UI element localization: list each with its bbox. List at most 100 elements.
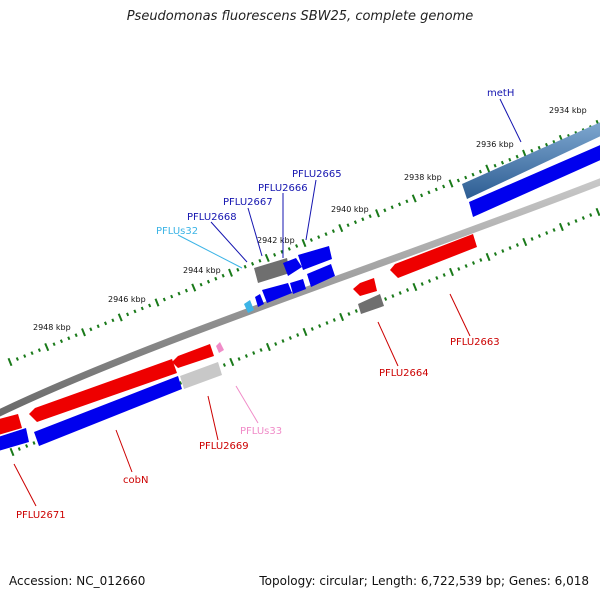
forward-tick — [346, 223, 350, 227]
leader-PFLU2671 — [13, 463, 37, 507]
reverse-strand-features — [0, 234, 477, 436]
forward-tick — [537, 145, 541, 150]
forward-tick — [44, 343, 50, 352]
forward-tick — [154, 298, 160, 307]
forward-tick — [287, 247, 291, 251]
gene-gray-block[interactable] — [254, 258, 290, 283]
label-PFLU2671[interactable]: PFLU2671 — [16, 510, 66, 521]
reverse-tick — [471, 261, 476, 265]
leader-PFLU2665 — [305, 179, 317, 241]
leader-PFLUs33 — [235, 385, 259, 424]
gene-reverse-left-edge[interactable] — [0, 414, 22, 436]
forward-tick — [7, 357, 13, 367]
forward-strand-features — [0, 121, 600, 452]
reverse-tick — [274, 342, 278, 346]
reverse-tick — [581, 216, 585, 220]
forward-tick — [390, 205, 394, 210]
gene-PFLU2665-feature[interactable] — [298, 246, 332, 270]
label-cobN[interactable]: cobN — [123, 475, 148, 486]
label-PFLUs32[interactable]: PFLUs32 — [156, 226, 198, 237]
forward-tick — [170, 294, 174, 299]
reverse-tick — [427, 279, 432, 283]
forward-tick — [471, 172, 475, 177]
label-PFLU2669[interactable]: PFLU2669 — [199, 441, 249, 452]
forward-tick — [500, 160, 505, 165]
forward-tick — [331, 229, 335, 233]
gene-PFLU2669-feature[interactable] — [172, 344, 214, 368]
forward-tick — [448, 179, 454, 188]
forward-tick — [434, 187, 438, 192]
forward-tick — [405, 199, 409, 204]
forward-tick — [456, 178, 460, 183]
reverse-tick — [391, 294, 395, 298]
label-PFLU2666[interactable]: PFLU2666 — [258, 183, 308, 194]
forward-tick — [221, 273, 225, 278]
gene-metH-feature[interactable] — [462, 121, 600, 199]
gene-PFLU2671-feature[interactable] — [0, 428, 29, 452]
gene-labels: metH PFLU2665 PFLU2666 PFLU2667 PFLU2668… — [16, 88, 514, 521]
reverse-tick — [537, 234, 541, 238]
forward-tick — [30, 351, 34, 355]
gene-cds-forward-top-right[interactable] — [469, 143, 600, 217]
gene-PFLU2663-feature[interactable] — [390, 234, 477, 278]
genome-info-text: Topology: circular; Length: 6,722,539 bp… — [259, 574, 589, 588]
reverse-tick — [222, 363, 226, 367]
label-metH[interactable]: metH — [487, 88, 514, 99]
gene-PFLU2664-feature[interactable] — [353, 278, 377, 296]
reverse-tick — [229, 357, 235, 367]
forward-tick — [15, 357, 19, 361]
label-PFLU2665[interactable]: PFLU2665 — [292, 169, 342, 180]
label-PFLUs33[interactable]: PFLUs33 — [240, 426, 282, 437]
gene-forward-arrow-d[interactable] — [290, 279, 306, 294]
forward-tick — [375, 209, 380, 218]
forward-tick — [74, 333, 78, 338]
reverse-tick — [259, 348, 263, 352]
forward-tick — [214, 276, 218, 281]
forward-tick — [368, 214, 372, 219]
forward-tick — [280, 250, 284, 254]
forward-tick — [464, 175, 468, 180]
forward-tick — [273, 253, 277, 257]
scale-label-2936: 2936 kbp — [476, 140, 514, 149]
reverse-tick — [552, 228, 556, 232]
forward-tick — [177, 291, 181, 296]
forward-tick — [228, 268, 233, 277]
gene-forward-arrow-e[interactable] — [255, 294, 264, 307]
gene-forward-arrow-right-b[interactable] — [307, 264, 335, 287]
forward-tick — [295, 244, 299, 248]
forward-tick — [140, 306, 144, 311]
forward-tick — [23, 354, 27, 358]
leader-PFLU2669 — [207, 395, 219, 441]
gene-reverse-long-cds[interactable] — [29, 359, 177, 422]
reverse-tick — [296, 333, 300, 337]
label-PFLU2663[interactable]: PFLU2663 — [450, 337, 500, 348]
forward-tick — [126, 312, 130, 317]
gene-gray-cds-lower[interactable] — [180, 362, 222, 389]
forward-tick — [485, 164, 491, 173]
gene-PFLUs33-feature[interactable] — [216, 342, 224, 353]
forward-tick — [199, 282, 203, 287]
forward-tick — [52, 342, 56, 346]
gene-forward-arrow-c[interactable] — [262, 283, 292, 303]
gene-PFLU2666-feature[interactable] — [283, 258, 302, 276]
leader-PFLU2668 — [210, 221, 248, 263]
reverse-tick — [449, 267, 454, 277]
gene-reverse-gray-block[interactable] — [358, 294, 384, 314]
label-PFLU2668[interactable]: PFLU2668 — [187, 212, 237, 223]
forward-tick — [353, 220, 358, 225]
reverse-tick — [508, 246, 512, 250]
gene-PFLUs32-feature[interactable] — [244, 300, 254, 313]
gene-cobN-feature[interactable] — [34, 376, 182, 446]
reverse-tick — [339, 312, 345, 322]
reverse-tick — [515, 243, 519, 247]
reverse-tick — [405, 288, 410, 292]
label-PFLU2664[interactable]: PFLU2664 — [379, 368, 429, 379]
forward-tick — [427, 190, 431, 195]
reverse-tick — [332, 318, 336, 322]
forward-tick — [515, 154, 519, 159]
label-PFLU2667[interactable]: PFLU2667 — [223, 197, 273, 208]
forward-tick — [397, 202, 402, 207]
forward-tick — [184, 288, 188, 293]
reverse-tick — [545, 231, 549, 235]
forward-tick-track — [7, 119, 600, 367]
